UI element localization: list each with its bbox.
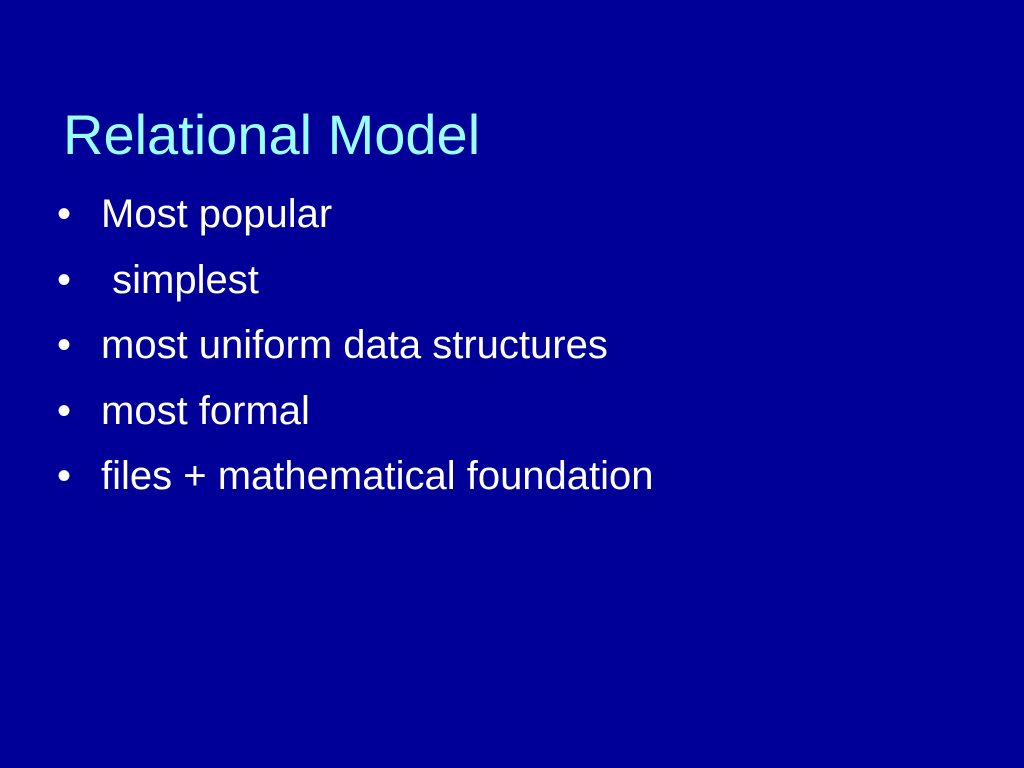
bullet-item: • most formal [57, 383, 997, 449]
bullet-text: simplest [101, 257, 259, 302]
bullet-text: most uniform data structures [101, 323, 608, 367]
bullet-item: • files + mathematical foundation [57, 448, 997, 514]
bullet-dot: • [57, 388, 72, 433]
bullet-dot: • [57, 257, 72, 302]
bullet-text: Most popular [101, 192, 333, 236]
slide-title: Relational Model [63, 103, 481, 166]
bullet-item: • simplest [57, 252, 997, 318]
bullet-dot: • [57, 192, 72, 236]
bullet-dot: • [57, 454, 72, 498]
bullet-text: most formal [101, 388, 310, 433]
bullet-item: • Most popular [57, 186, 997, 252]
bullet-list: • Most popular • simplest • most uniform… [57, 186, 997, 514]
bullet-dot: • [57, 323, 72, 367]
bullet-text: files + mathematical foundation [101, 454, 654, 498]
bullet-item: • most uniform data structures [57, 317, 997, 383]
